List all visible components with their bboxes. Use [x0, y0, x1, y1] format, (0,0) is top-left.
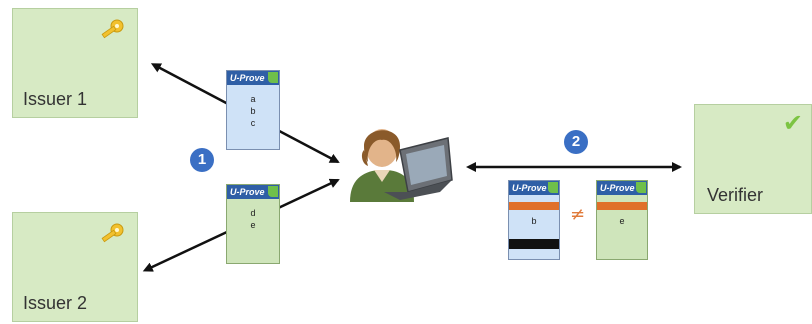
issuer-2-box: Issuer 2 — [12, 212, 138, 322]
step-1-badge: 1 — [190, 148, 214, 172]
credential-brand: U-Prove — [230, 73, 265, 83]
token-attribute: e — [619, 216, 625, 226]
presented-token-blue: U-Prove b — [508, 180, 560, 260]
credential-header: U-Prove — [509, 181, 559, 195]
credential-header: U-Prove — [227, 185, 279, 199]
issuer-1-label: Issuer 1 — [23, 89, 88, 109]
credential-attribute: a — [250, 94, 256, 104]
credential-brand: U-Prove — [512, 183, 547, 193]
credential-attribute: b — [250, 106, 256, 116]
token-band — [597, 202, 647, 210]
verifier-label: Verifier — [707, 185, 764, 205]
token-attribute: b — [531, 216, 537, 226]
issuer-2-label: Issuer 2 — [23, 293, 88, 313]
verifier-box: ✔ Verifier — [694, 104, 812, 214]
issuer-2-credential: U-Prove d e — [226, 184, 280, 264]
step-2-badge: 2 — [564, 130, 588, 154]
token-band-dark — [509, 239, 559, 249]
credential-attribute: e — [250, 220, 256, 230]
key-icon — [101, 19, 124, 39]
presented-token-green: U-Prove e — [596, 180, 648, 260]
credential-attribute: c — [250, 118, 256, 128]
not-equal-symbol: ≠ — [570, 204, 586, 225]
token-band — [509, 202, 559, 210]
issuer-1-box: Issuer 1 — [12, 8, 138, 118]
credential-header: U-Prove — [597, 181, 647, 195]
issuer-1-credential: U-Prove a b c — [226, 70, 280, 150]
user-at-laptop-icon — [350, 129, 453, 202]
key-icon — [101, 223, 124, 243]
credential-brand: U-Prove — [230, 187, 265, 197]
checkmark-icon: ✔ — [782, 109, 803, 137]
credential-attribute: d — [250, 208, 256, 218]
credential-brand: U-Prove — [600, 183, 635, 193]
credential-header: U-Prove — [227, 71, 279, 85]
